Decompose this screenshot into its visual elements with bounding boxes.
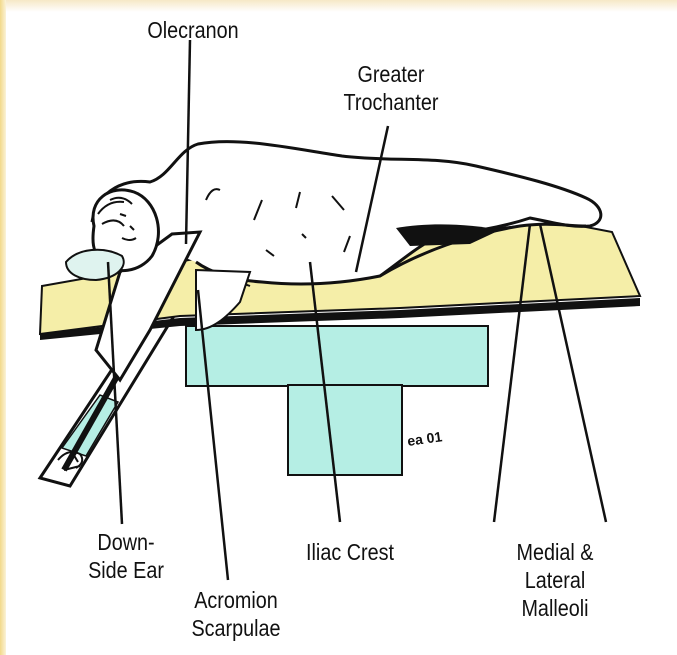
- artist-signature: ea 01: [406, 428, 443, 449]
- label-malleoli: Medial & Lateral Malleoli: [499, 538, 611, 622]
- label-down-side-ear-line-2: Side Ear: [78, 556, 174, 584]
- table-base-column: [288, 385, 402, 475]
- label-malleoli-line-1: Medial &: [499, 538, 611, 566]
- label-olecranon-line: Olecranon: [137, 16, 249, 44]
- label-malleoli-line-2: Lateral: [499, 566, 611, 594]
- pillow: [66, 250, 124, 280]
- table-base-upper: [186, 326, 488, 386]
- label-down-side-ear-line-1: Down-: [78, 528, 174, 556]
- label-greater-trochanter-line-2: Trochanter: [328, 88, 454, 116]
- label-acromion-line-2: Scarpulae: [183, 614, 290, 642]
- label-acromion-scapulae: Acromion Scarpulae: [183, 586, 290, 642]
- label-down-side-ear: Down- Side Ear: [78, 528, 174, 584]
- label-greater-trochanter: Greater Trochanter: [328, 60, 454, 116]
- label-malleoli-line-3: Malleoli: [499, 594, 611, 622]
- label-olecranon: Olecranon: [137, 16, 249, 44]
- label-iliac-crest-line: Iliac Crest: [290, 538, 410, 566]
- label-acromion-line-1: Acromion: [183, 586, 290, 614]
- label-greater-trochanter-line-1: Greater: [328, 60, 454, 88]
- label-iliac-crest: Iliac Crest: [290, 538, 410, 566]
